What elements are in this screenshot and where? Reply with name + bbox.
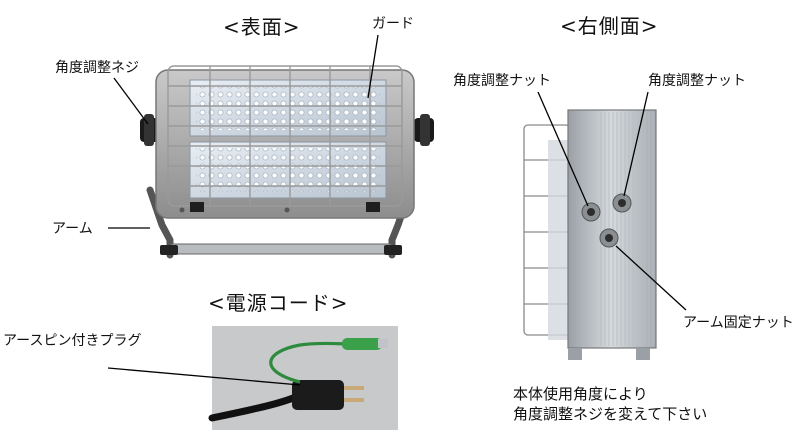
green-ground-wire — [269, 341, 351, 384]
ground-plug-label: アースピン付きプラグ — [3, 333, 142, 349]
usage-note-line-2: 角度調整ネジを変えて下さい — [513, 405, 708, 423]
leader-guard — [367, 34, 379, 99]
plug-body — [292, 380, 344, 410]
leader-ground-plug — [107, 367, 301, 386]
arm-fixing-nut-label: アーム固定ナット — [683, 315, 794, 331]
angle-adjust-nut-right — [612, 193, 632, 213]
power-cord-heading: <電源コード> — [208, 291, 349, 315]
angle-nut-left-label: 角度調整ナット — [453, 73, 551, 89]
guard-label: ガード — [372, 16, 414, 32]
angle-adjust-nut-left — [581, 202, 601, 222]
usage-note-line-1: 本体使用角度により — [513, 385, 648, 403]
front-view-heading: <表面> — [223, 15, 301, 39]
leader-angle-screw — [113, 77, 149, 125]
angle-nut-right-label: 角度調整ナット — [648, 73, 746, 89]
leader-angle-nut-left — [537, 91, 589, 207]
arm-label: アーム — [52, 221, 93, 237]
front-view-photo — [140, 65, 434, 259]
side-view-photo — [523, 109, 657, 360]
power-cord-photo — [208, 326, 398, 430]
arm-crossbar — [169, 243, 393, 255]
leader-arm-fixing-nut — [615, 245, 687, 311]
leader-angle-nut-right — [623, 91, 649, 197]
angle-adjust-knob-left — [140, 114, 160, 146]
side-view-heading: <右側面> — [560, 14, 659, 38]
arm-fixing-nut — [599, 228, 619, 248]
alligator-clip — [342, 338, 382, 350]
guard-wire-cage — [167, 65, 403, 207]
usage-note: 本体使用角度により 角度調整ネジを変えて下さい — [513, 384, 707, 424]
angle-screw-label: 角度調整ネジ — [55, 60, 139, 76]
angle-adjust-knob-right — [414, 114, 434, 146]
